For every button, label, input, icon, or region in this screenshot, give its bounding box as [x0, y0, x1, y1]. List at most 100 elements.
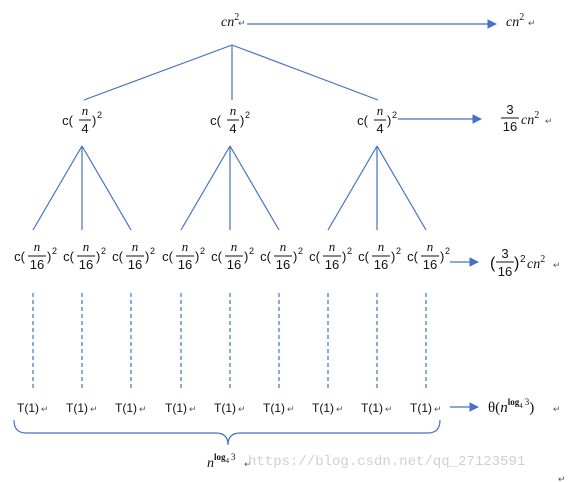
- rc1-num: 3: [506, 102, 513, 117]
- leaf-label: T(1): [17, 401, 39, 415]
- l2-exp: 2: [396, 246, 401, 256]
- edge-l1b-to-l2d: [180, 145, 231, 231]
- watermark: https://blog.csdn.net/qq_27123591: [248, 454, 525, 470]
- l1-den: 4: [81, 121, 88, 136]
- right-column-level0: cn2 ↵: [506, 12, 536, 30]
- rc1-tail: cn: [521, 113, 534, 128]
- root-line-end-mark: ↵: [238, 18, 246, 28]
- l2-node-6: c(n16)2: [260, 239, 303, 272]
- l2-den: 16: [276, 257, 290, 272]
- l2-num: n: [83, 239, 90, 254]
- l2-num: n: [34, 239, 41, 254]
- rc2-exp: 2: [520, 254, 526, 265]
- l2-exp: 2: [445, 246, 450, 256]
- rc3-exp-arg: 3: [525, 397, 530, 407]
- edge-root-to-left: [83, 44, 233, 101]
- rc3-line-end-mark: ↵: [553, 404, 561, 414]
- edge-root-to-right: [231, 44, 379, 101]
- l2-coef: c(: [211, 249, 223, 264]
- bottom-brace: [13, 419, 441, 446]
- rc3-suffix: ): [529, 400, 534, 416]
- rc3-prefix: θ(: [488, 400, 500, 416]
- l2-den: 16: [178, 257, 192, 272]
- l2-num: n: [329, 239, 336, 254]
- rc2-tail: cn: [527, 257, 540, 272]
- l2-num: n: [378, 239, 385, 254]
- leaf-node-3: T(1)↵: [115, 401, 147, 415]
- edge-l1a-to-l2c: [81, 145, 132, 231]
- l2-coef: c(: [112, 249, 124, 264]
- root-var: n: [227, 15, 234, 30]
- l1-close: ): [387, 113, 391, 128]
- l2-close: ): [195, 249, 199, 264]
- leaf-node-8: T(1)↵: [361, 401, 393, 415]
- l2-close: ): [96, 249, 100, 264]
- page-end-mark: ↵: [558, 474, 566, 482]
- leaf-label: T(1): [410, 401, 432, 415]
- leaf-line-end-mark: ↵: [189, 404, 197, 414]
- leaf-label: T(1): [312, 401, 334, 415]
- l2-exp: 2: [101, 246, 106, 256]
- rc2-close: ): [514, 255, 519, 272]
- leaf-line-end-mark: ↵: [139, 404, 147, 414]
- l2-den: 16: [374, 257, 388, 272]
- l2-node-5: c(n16)2: [211, 239, 254, 272]
- l2-close: ): [293, 249, 297, 264]
- l1-den: 4: [376, 121, 383, 136]
- l2-exp: 2: [52, 246, 57, 256]
- l2-node-1: c(n16)2: [14, 239, 57, 272]
- leaf-node-6: T(1)↵: [263, 401, 295, 415]
- root-coef: c: [221, 15, 228, 30]
- l2-close: ): [391, 249, 395, 264]
- root-edges: [83, 44, 379, 101]
- rc0-exp: 2: [519, 12, 524, 23]
- l2-coef: c(: [260, 249, 272, 264]
- l1-close: ): [240, 113, 244, 128]
- leaf-label: T(1): [214, 401, 236, 415]
- edge-l1b-to-l2f: [229, 145, 280, 231]
- rc2-tail-exp: 2: [540, 254, 545, 265]
- l2-exp: 2: [298, 246, 303, 256]
- level-arrows: [247, 19, 497, 412]
- l1-exp: 2: [392, 110, 397, 120]
- leaf-line-end-mark: ↵: [287, 404, 295, 414]
- l1-exp: 2: [97, 110, 102, 120]
- rc1-exp: 2: [534, 110, 539, 121]
- l2-num: n: [132, 239, 139, 254]
- brace-exp-sub: 4: [226, 457, 230, 465]
- l2-node-4: c(n16)2: [162, 239, 205, 272]
- leaf-node-2: T(1)↵: [66, 401, 98, 415]
- l2-coef: c(: [63, 249, 75, 264]
- root-node: cn2 ↵: [221, 12, 246, 30]
- l2-coef: c(: [162, 249, 174, 264]
- level1-edges: [32, 145, 427, 231]
- l1-den: 4: [229, 121, 236, 136]
- l2-node-9: c(n16)2: [407, 239, 450, 272]
- dashed-edges: [32, 293, 427, 390]
- l2-exp: 2: [347, 246, 352, 256]
- rc3-exp: log: [508, 397, 520, 407]
- rc2-open: (: [490, 255, 496, 272]
- l2-den: 16: [423, 257, 437, 272]
- leaf-nodes: T(1)↵T(1)↵T(1)↵T(1)↵T(1)↵T(1)↵T(1)↵T(1)↵…: [17, 401, 442, 415]
- leaf-label: T(1): [165, 401, 187, 415]
- l1-node-3: c(n4)2: [357, 103, 397, 136]
- svg-text:cn2: cn2: [527, 254, 545, 272]
- l2-den: 16: [325, 257, 339, 272]
- root-exp: 2: [234, 12, 239, 23]
- edge-l1c-to-l2i: [376, 145, 427, 231]
- l1-close: ): [92, 113, 96, 128]
- rc1-line-end-mark: ↵: [545, 116, 553, 126]
- leaf-node-4: T(1)↵: [165, 401, 197, 415]
- l2-exp: 2: [200, 246, 205, 256]
- brace-exp: log: [214, 452, 226, 462]
- right-column-level2: ( 3 16 ) 2 cn2 ↵: [490, 246, 561, 279]
- l2-den: 16: [30, 257, 44, 272]
- rc0-var: n: [512, 15, 519, 30]
